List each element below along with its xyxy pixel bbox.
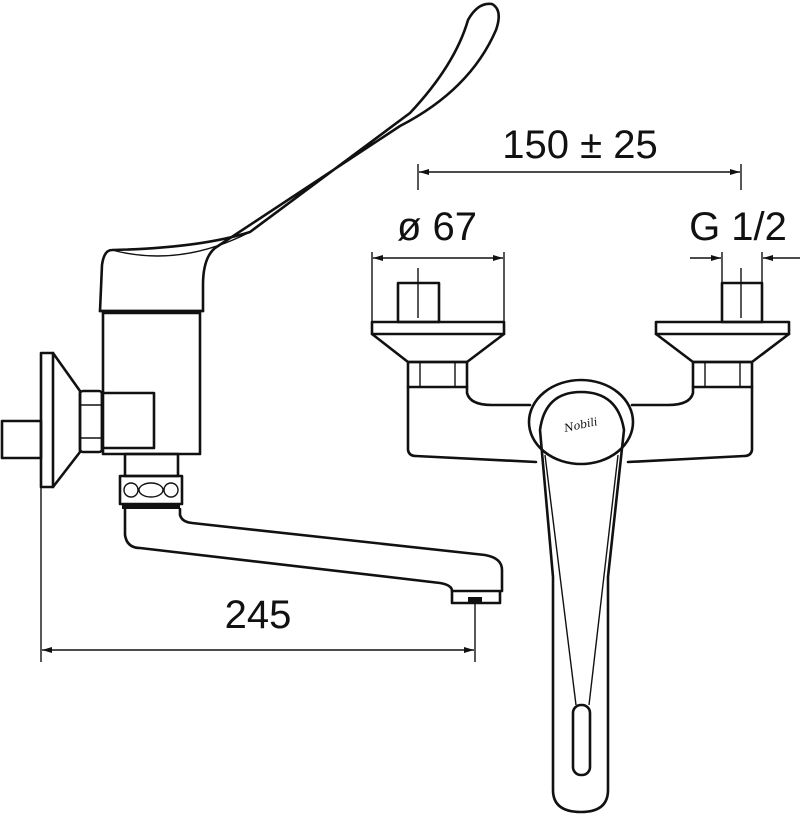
front-handle bbox=[538, 390, 626, 814]
spout-neck bbox=[123, 452, 180, 478]
right-inlet-stub bbox=[720, 281, 764, 324]
center-distance-label: 150 ± 25 bbox=[502, 123, 657, 167]
flange-cone bbox=[51, 351, 82, 489]
escutcheon bbox=[527, 378, 635, 466]
brand-logo: Nobili bbox=[562, 415, 599, 435]
swivel-ring bbox=[118, 474, 184, 506]
aerator bbox=[450, 589, 502, 605]
lever-handle bbox=[98, 2, 501, 313]
thread-label: G 1/2 bbox=[689, 205, 787, 249]
spout bbox=[123, 507, 504, 593]
flange-diameter-label: ø 67 bbox=[397, 205, 477, 249]
left-nut bbox=[406, 360, 469, 389]
connector bbox=[100, 391, 156, 450]
front-view: 150 ± 25 ø 67 G 1/2 bbox=[370, 123, 800, 814]
inlet-pipe bbox=[0, 419, 43, 460]
reach-dimension-label: 245 bbox=[225, 593, 292, 637]
side-view: 245 bbox=[0, 2, 504, 662]
valve-body bbox=[101, 311, 202, 456]
left-flange bbox=[370, 320, 506, 336]
handle-slot bbox=[571, 703, 592, 777]
hex-nut bbox=[78, 389, 104, 454]
right-flange bbox=[654, 320, 791, 336]
wall-flange bbox=[39, 351, 55, 489]
right-nut bbox=[691, 360, 754, 389]
mixer-body bbox=[406, 385, 754, 464]
